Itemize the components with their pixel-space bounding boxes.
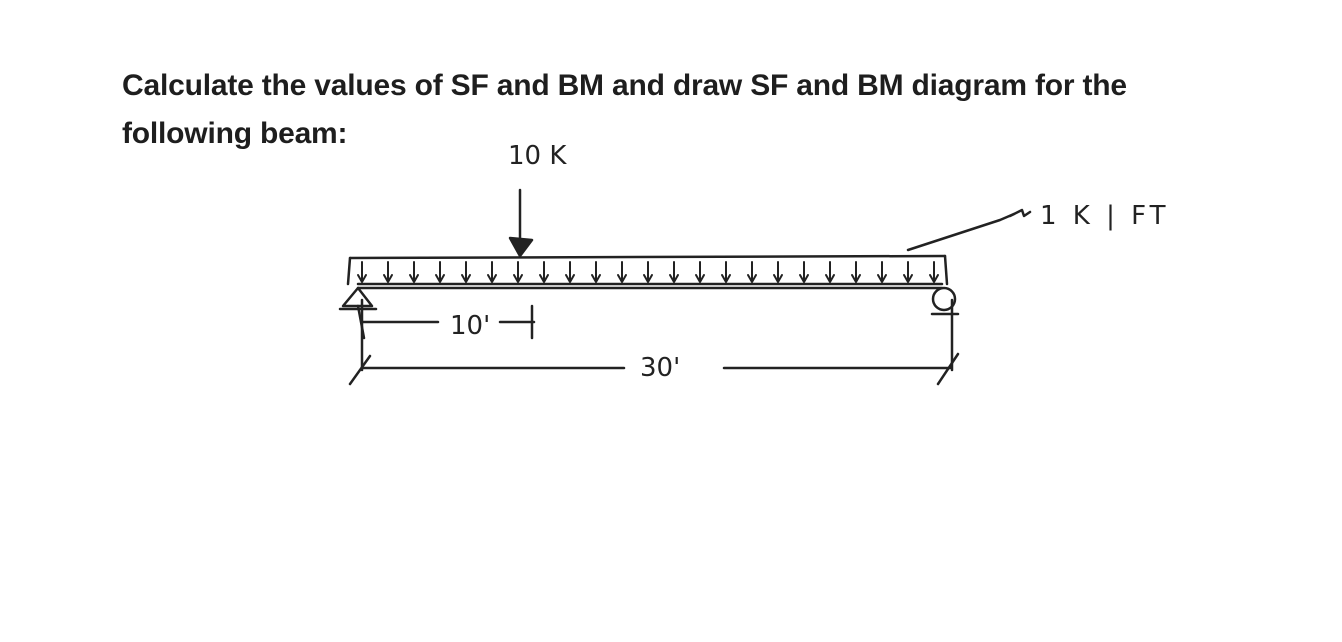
load-position-label: 10' bbox=[450, 311, 490, 341]
udl-arrow-head bbox=[383, 274, 393, 283]
udl-arrow-head bbox=[357, 274, 367, 283]
udl-arrow-head bbox=[487, 274, 497, 283]
distributed-load-label: 1 K | FT bbox=[1040, 201, 1170, 231]
udl-arrow-head bbox=[539, 274, 549, 283]
udl-arrow-head bbox=[903, 274, 913, 283]
span-label: 30' bbox=[640, 353, 680, 383]
udl-arrow-head bbox=[929, 274, 939, 283]
udl-arrow-head bbox=[435, 274, 445, 283]
udl-arrow-head bbox=[695, 274, 705, 283]
udl-arrow-head bbox=[643, 274, 653, 283]
roller-support bbox=[930, 286, 960, 316]
udl-arrow-head bbox=[721, 274, 731, 283]
distributed-load bbox=[346, 254, 949, 286]
point-load-arrow bbox=[508, 188, 534, 258]
udl-arrow-head bbox=[799, 274, 809, 283]
udl-arrow-head bbox=[851, 274, 861, 283]
udl-arrow-head bbox=[591, 274, 601, 283]
udl-arrow-head bbox=[617, 274, 627, 283]
udl-arrow-head bbox=[773, 274, 783, 283]
udl-arrow-head bbox=[669, 274, 679, 283]
udl-arrow-head bbox=[825, 274, 835, 283]
distributed-load-leader bbox=[906, 208, 1032, 252]
question-text: Calculate the values of SF and BM and dr… bbox=[122, 69, 1127, 150]
udl-arrow-head bbox=[409, 274, 419, 283]
udl-arrow-head bbox=[461, 274, 471, 283]
udl-arrow-head bbox=[877, 274, 887, 283]
udl-arrow-head bbox=[747, 274, 757, 283]
point-load-label: 10 K bbox=[508, 141, 567, 171]
udl-arrow-head bbox=[565, 274, 575, 283]
span-dimension bbox=[348, 298, 960, 386]
distributed-load-arrows bbox=[357, 261, 939, 283]
beam bbox=[356, 282, 944, 290]
load-position-dimension bbox=[356, 304, 536, 340]
udl-arrow-head bbox=[513, 274, 523, 283]
